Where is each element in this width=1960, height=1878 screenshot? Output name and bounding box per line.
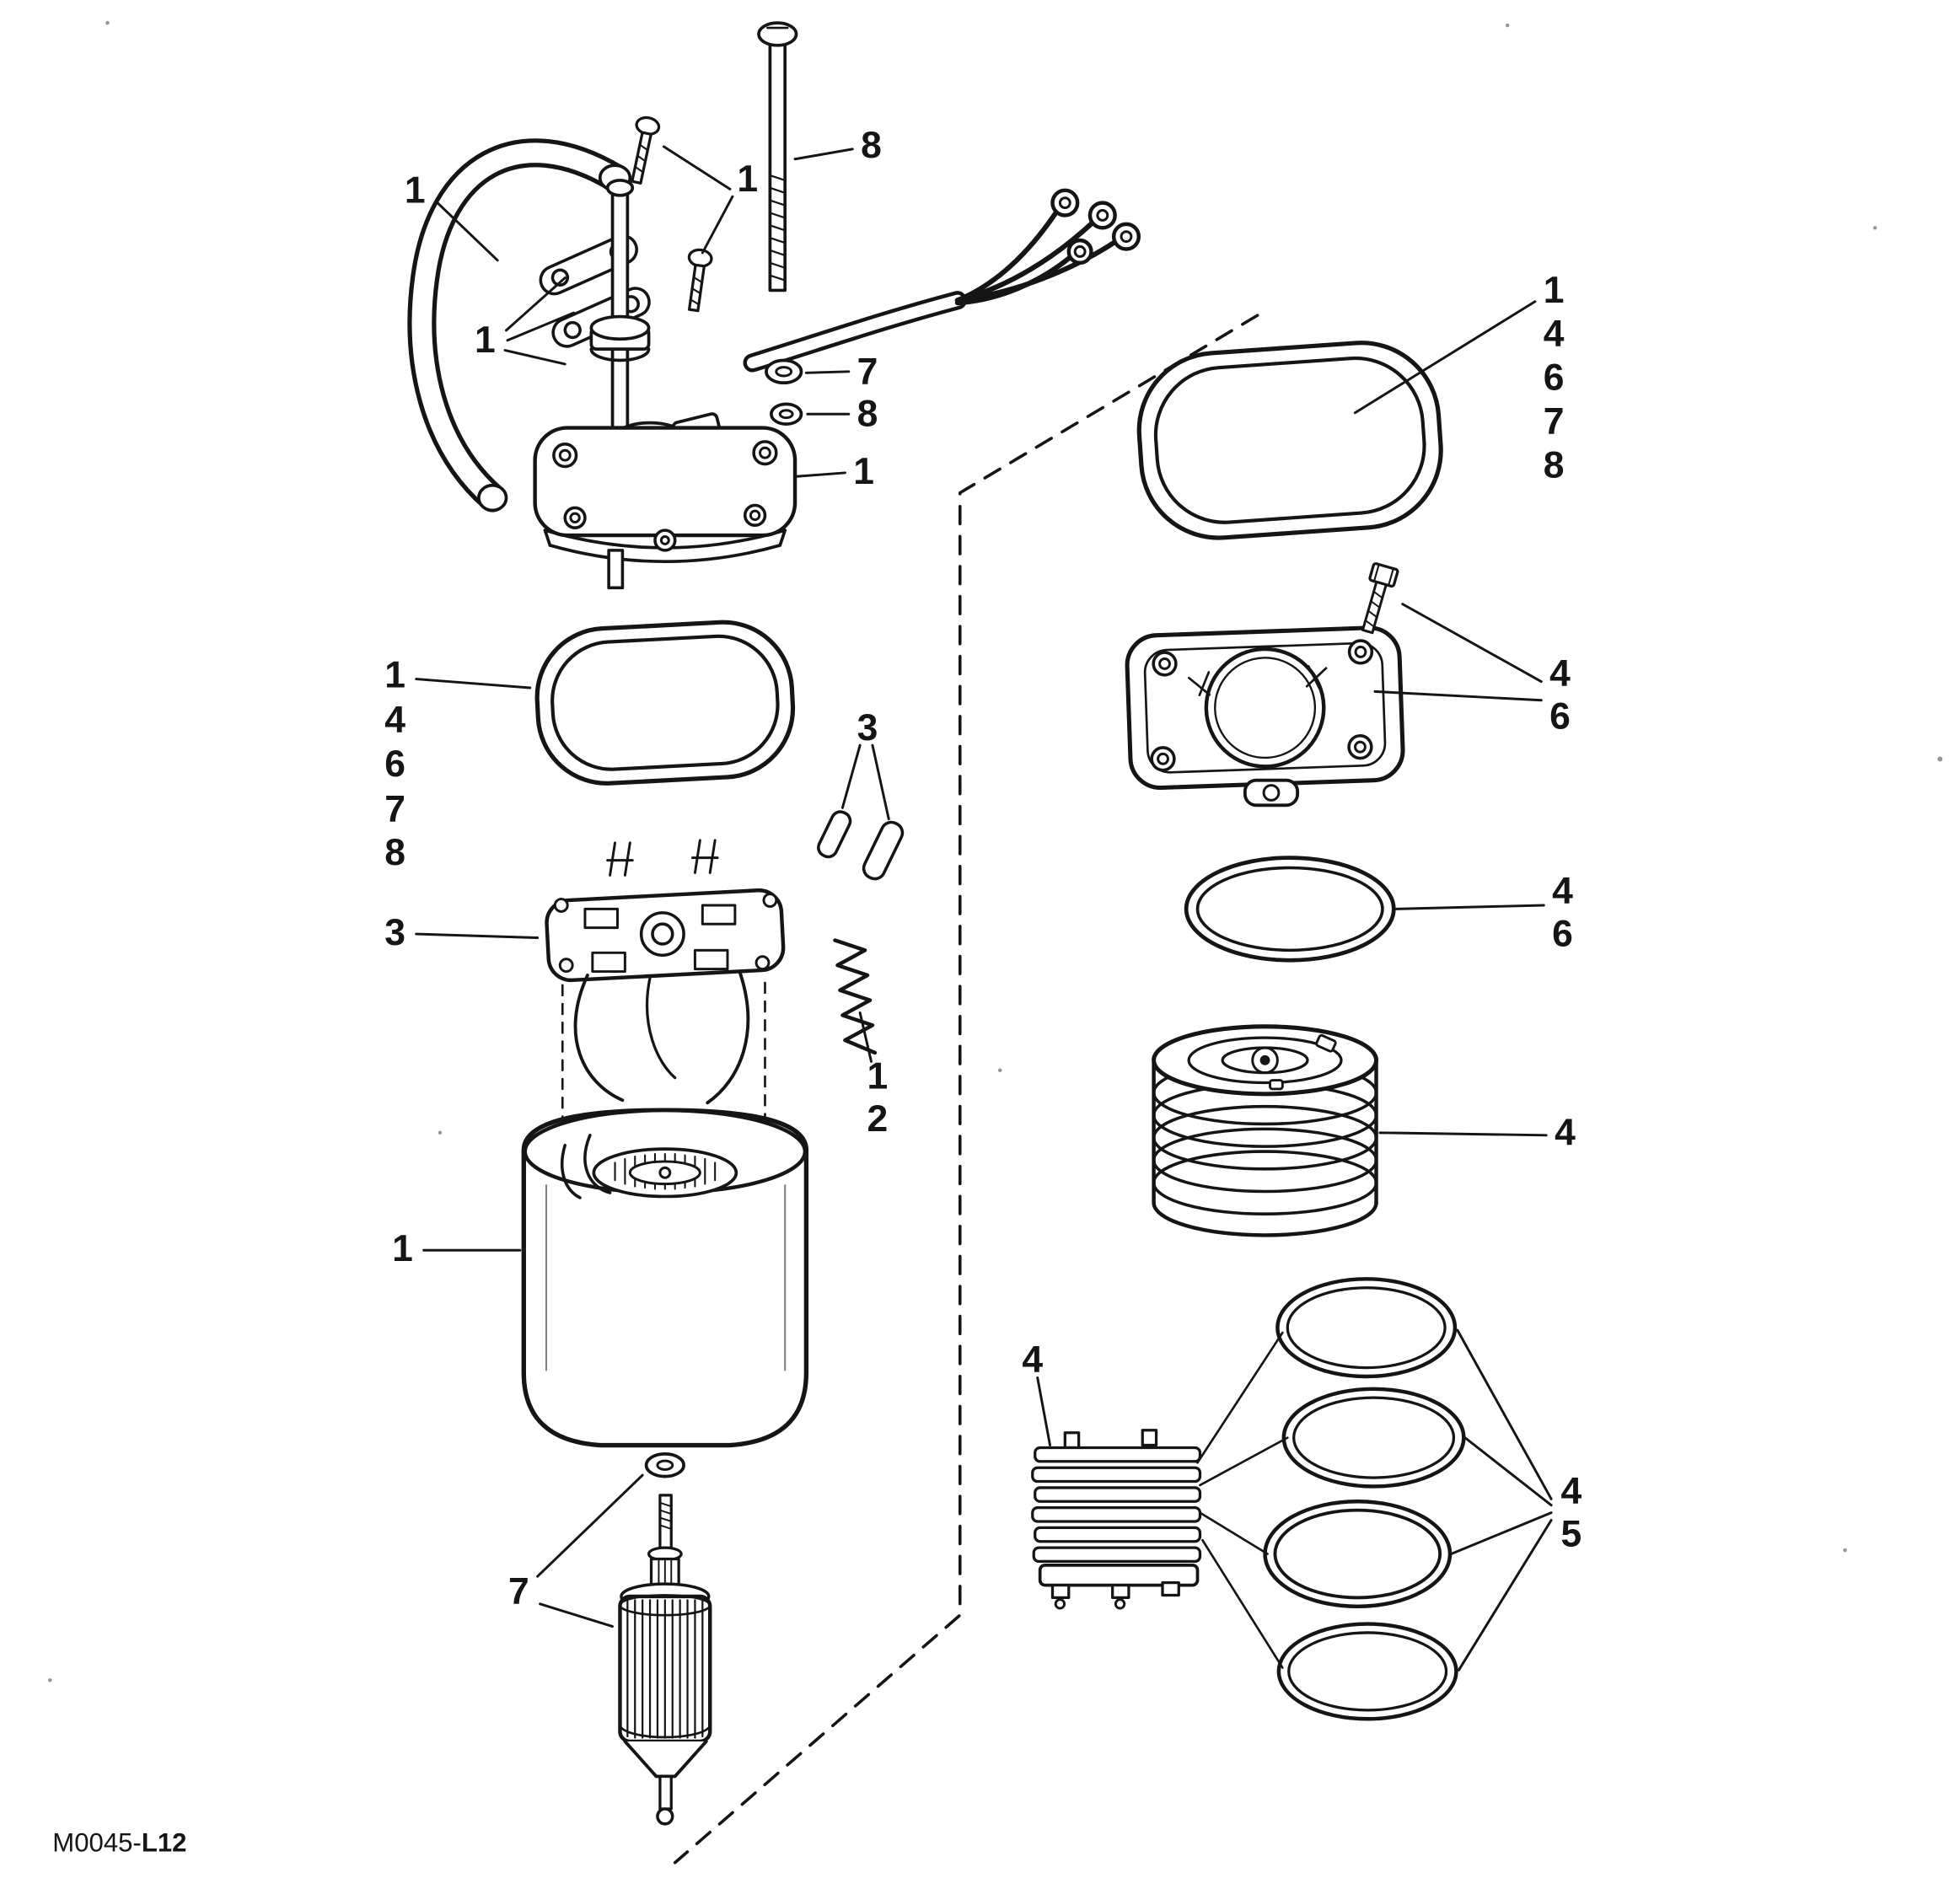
callout-leader-line: [871, 743, 890, 821]
callout-label-4: 4: [1560, 1471, 1581, 1512]
callout-leader-line: [1394, 904, 1545, 910]
ring-terminal: [1087, 201, 1117, 230]
armature-washer: [644, 1452, 685, 1478]
motor-lead-hose: [407, 138, 632, 512]
wire-harness: [743, 188, 1141, 373]
callout-label-7: 7: [508, 1571, 529, 1612]
o-ring-set: [1263, 1277, 1466, 1721]
gasket-left: [534, 620, 796, 786]
callout-label-4: 4: [1544, 314, 1565, 355]
callout-label-7: 7: [384, 788, 405, 829]
gasket-right: [1136, 341, 1443, 540]
callout-leader-line: [804, 370, 851, 374]
callout-leader-line: [436, 201, 499, 262]
callout-label-4: 4: [384, 700, 405, 741]
plate-bolt: [1361, 562, 1399, 635]
callout-label-8: 8: [861, 125, 882, 166]
callout-leader-line: [701, 195, 734, 255]
callout-leader-line: [793, 148, 854, 161]
cover-screw-a: [631, 115, 661, 185]
brush-caps: [817, 810, 905, 881]
callout-label-1: 1: [405, 169, 426, 211]
figure-part-code-prefix: M0045-: [52, 1827, 142, 1857]
callout-leader-line: [536, 1473, 644, 1578]
callout-leader-line: [662, 145, 732, 190]
callout-leader-line: [503, 349, 567, 366]
callout-leader-line: [539, 1602, 615, 1628]
callout-leader-line: [506, 311, 576, 342]
callout-label-3: 3: [384, 912, 405, 953]
callout-leader-line: [1401, 603, 1543, 684]
callout-leader-line: [1378, 1131, 1548, 1137]
callout-leader-line: [1457, 1519, 1553, 1671]
armature: [618, 1494, 712, 1826]
callout-leader-line: [415, 932, 540, 939]
brush-spring: [833, 938, 878, 1055]
callout-label-2: 2: [867, 1098, 889, 1140]
callout-label-4: 4: [1022, 1339, 1043, 1381]
callout-leader-line: [1463, 1436, 1553, 1507]
callout-leader-line: [1450, 1511, 1553, 1556]
scan-specks: [48, 20, 1943, 1682]
o-ring: [1275, 1277, 1458, 1379]
ring-terminal: [1066, 238, 1093, 266]
callout-leader-line: [858, 1011, 873, 1063]
callout-label-1: 1: [384, 655, 405, 696]
pump-adapter-plate: [1125, 562, 1405, 808]
callout-label-4: 4: [1549, 653, 1571, 695]
assembly-reference-lines: [1196, 1331, 1289, 1669]
callout-label-8: 8: [1544, 445, 1565, 486]
callout-label-5: 5: [1560, 1513, 1581, 1554]
callout-label-8: 8: [384, 832, 405, 873]
o-ring: [1276, 1622, 1458, 1721]
callout-leader-line: [1456, 1328, 1553, 1500]
brush-plate-assembly: [545, 839, 786, 1124]
drive-shaft-tube: [589, 179, 651, 435]
callout-leader-line: [840, 743, 862, 809]
washer-7: [765, 358, 803, 385]
exploded-view-divider: [673, 314, 1259, 1865]
callout-leader-line: [505, 276, 567, 332]
figure-part-code: M0045-L12: [52, 1827, 186, 1857]
callout-leader-line: [1036, 1376, 1052, 1447]
callout-label-1: 1: [853, 451, 874, 492]
callout-label-1: 1: [737, 158, 758, 200]
callout-label-6: 6: [384, 743, 405, 785]
through-bolt: [757, 21, 798, 292]
cover-screw-b: [687, 248, 713, 313]
callout-leader-line: [1373, 689, 1543, 702]
o-ring: [1281, 1387, 1466, 1489]
callout-label-4: 4: [1555, 1112, 1576, 1153]
callout-label-3: 3: [857, 707, 878, 749]
callout-label-6: 6: [1544, 357, 1565, 399]
washer-8: [770, 402, 803, 426]
o-ring-large: [1184, 856, 1396, 963]
callout-label-1: 1: [475, 319, 496, 361]
motor-end-cap: [533, 412, 797, 590]
callout-label-7: 7: [1544, 401, 1565, 443]
o-ring: [1263, 1500, 1453, 1609]
figure-part-code-suffix: L12: [142, 1827, 187, 1857]
callout-label-1: 1: [392, 1228, 413, 1269]
callout-label-4: 4: [1552, 871, 1573, 912]
callout-label-1: 1: [867, 1056, 889, 1097]
pump-body: [1152, 1024, 1379, 1237]
callout-leader-line: [793, 471, 846, 478]
ring-terminal: [1111, 222, 1141, 251]
callout-label-8: 8: [857, 394, 878, 435]
callout-label-1: 1: [1544, 270, 1565, 311]
callout-label-6: 6: [1552, 914, 1573, 955]
callout-leader-line: [415, 678, 532, 689]
valve-body: [1031, 1429, 1202, 1610]
callout-label-7: 7: [857, 351, 878, 392]
callout-leader-line: [1353, 300, 1537, 415]
motor-housing: [521, 1108, 809, 1448]
ring-terminal: [1050, 188, 1080, 217]
callout-label-6: 6: [1549, 696, 1571, 738]
